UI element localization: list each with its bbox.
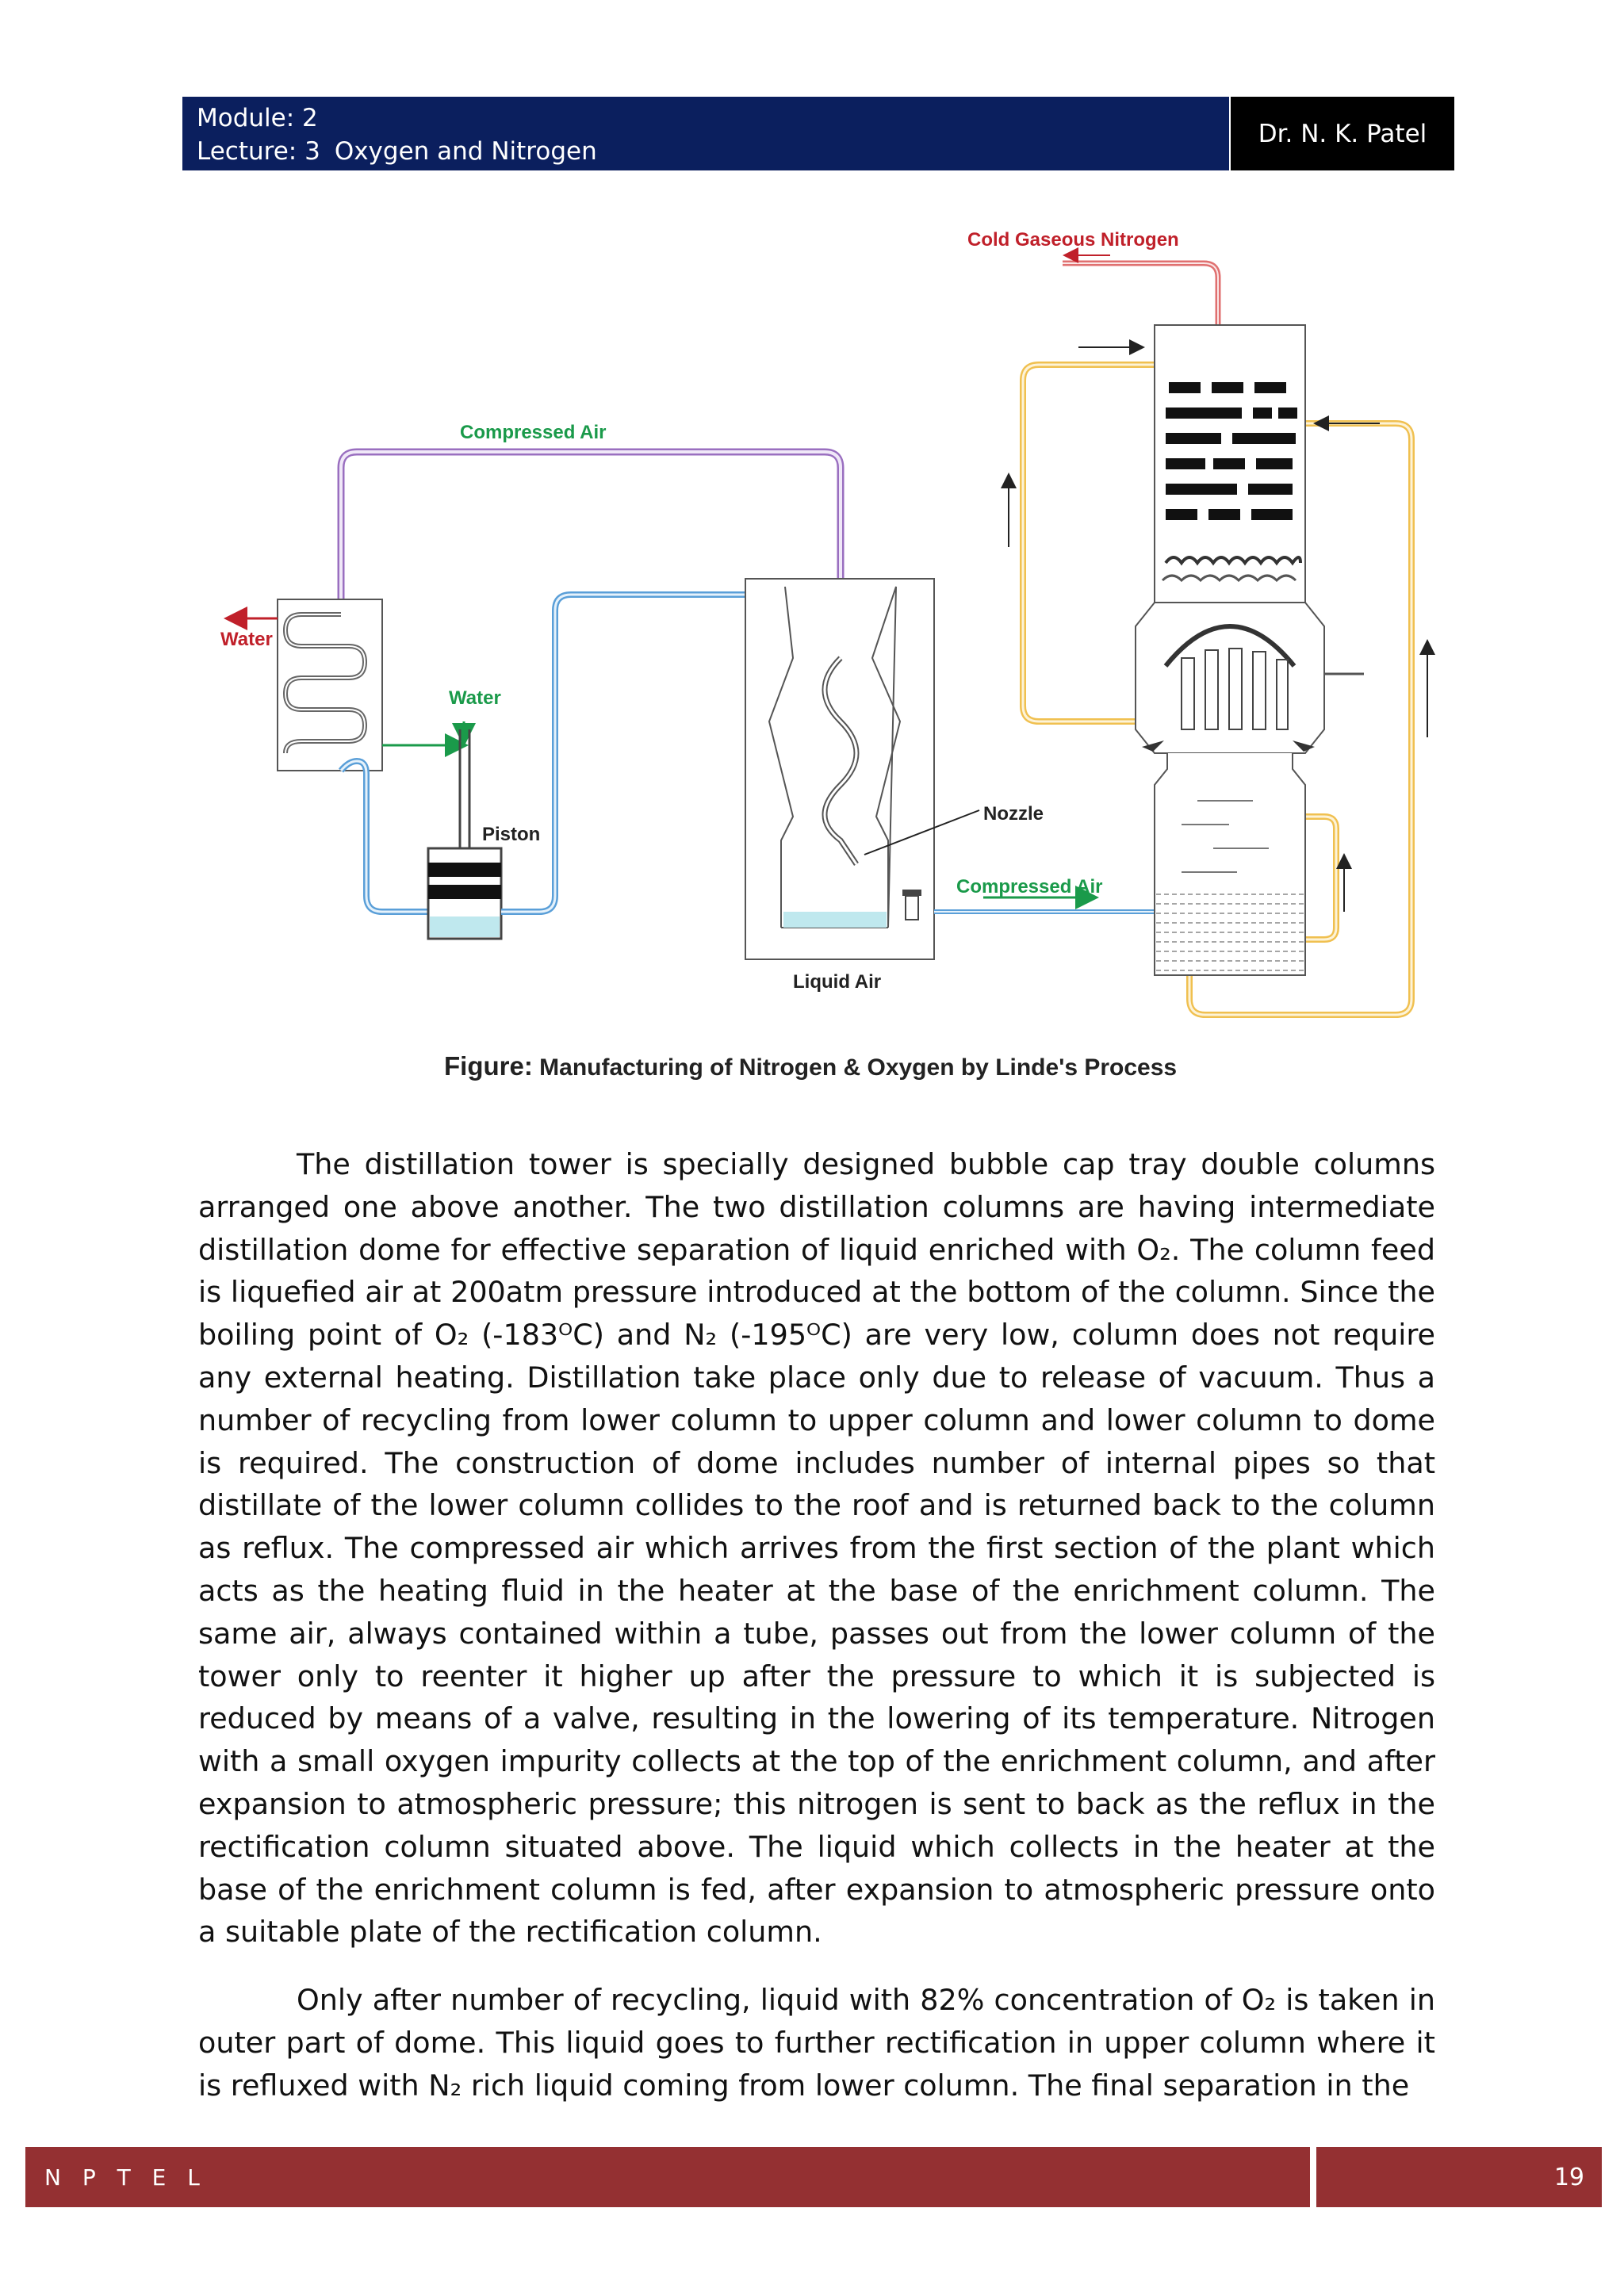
compressed-air-right-label: Compressed Air	[956, 876, 1103, 897]
cold-gaseous-nitrogen-label: Cold Gaseous Nitrogen	[967, 229, 1179, 251]
nozzle-label: Nozzle	[983, 803, 1044, 825]
piston-liquid	[430, 916, 500, 937]
liquid-air-label: Liquid Air	[793, 971, 881, 993]
header-author-box: Dr. N. K. Patel	[1231, 97, 1454, 170]
linde-process-diagram: Cold Gaseous Nitrogen Compressed Air Wat…	[220, 229, 1435, 1018]
footer-nptel-bar: N P T E L	[25, 2147, 1310, 2207]
outlet-valve	[905, 895, 919, 920]
author-name: Dr. N. K. Patel	[1258, 119, 1427, 148]
lecture-title: Oxygen and Nitrogen	[334, 137, 597, 166]
dome-roof	[1163, 624, 1297, 668]
water-in-label: Water	[449, 687, 501, 709]
nitrogen-outlet-pipe	[1063, 260, 1221, 325]
packing	[1164, 556, 1302, 566]
compressed-air-top-label: Compressed Air	[460, 422, 607, 443]
lecture-number: Lecture: 3	[197, 137, 320, 166]
lecture-line: Lecture: 3 Oxygen and Nitrogen	[197, 135, 1229, 168]
piston-label: Piston	[482, 824, 540, 845]
cold-air-pipe-1	[338, 757, 428, 915]
lower-trays	[1182, 800, 1269, 873]
body-paragraph-2: Only after number of recycling, liquid w…	[198, 1983, 1435, 2103]
lower-liquid	[1156, 894, 1304, 971]
liquid-air-pool	[783, 912, 887, 928]
lower-column-neck	[1154, 753, 1306, 976]
footer-page-box: 19	[1316, 2147, 1602, 2207]
water-out-label: Water	[220, 629, 273, 650]
body-paragraph-1: The distillation tower is specially desi…	[198, 1147, 1435, 1950]
caption-text: Manufacturing of Nitrogen & Oxygen by Li…	[539, 1054, 1178, 1081]
caption-label: Figure:	[444, 1051, 533, 1081]
page-number: 19	[1553, 2163, 1584, 2191]
cold-air-pipe-2	[501, 591, 780, 915]
header-module-bar: Module: 2 Lecture: 3 Oxygen and Nitrogen	[182, 97, 1229, 170]
dome-pipes	[1181, 648, 1289, 730]
figure-caption: Figure: Manufacturing of Nitrogen & Oxyg…	[444, 1051, 1177, 1081]
module-label: Module: 2	[197, 104, 318, 132]
footer-nptel-label: N P T E L	[44, 2164, 207, 2191]
bubble-cap-trays	[1166, 382, 1297, 520]
